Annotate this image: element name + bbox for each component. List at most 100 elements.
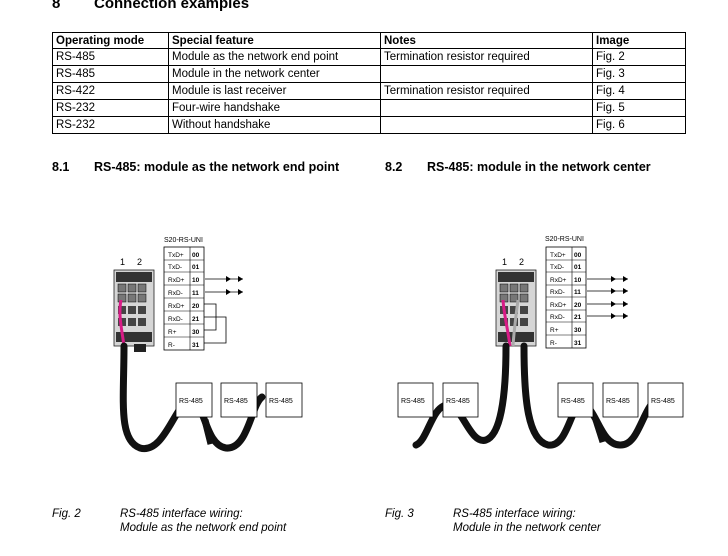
pin-label: 31 [574, 340, 582, 347]
terminal-rows [546, 247, 586, 348]
pin-label: 11 [192, 290, 199, 297]
section-number: 8.2 [385, 160, 403, 174]
bus-cable-branch [592, 418, 607, 444]
double-arrow-icon [587, 276, 628, 282]
slot-label-1: 1 [120, 257, 125, 267]
table-cell: Termination resistor required [380, 82, 593, 100]
svg-text:RS-485: RS-485 [269, 398, 293, 405]
pin-label: 20 [192, 303, 200, 310]
section-title: RS-485: module as the network end point [94, 160, 340, 174]
figure-number: Fig. 2 [52, 508, 81, 520]
terminal-block [163, 246, 205, 351]
signal-label: RxD- [550, 314, 565, 321]
module-name: S20-RS-UNI [545, 236, 584, 243]
pin-label: 01 [192, 264, 200, 271]
signal-label: R- [550, 340, 557, 347]
table-cell: Without handshake [168, 116, 381, 134]
terminal-block [545, 246, 587, 349]
rs485-device: RS-485 [602, 382, 639, 418]
pin-label: 30 [574, 327, 582, 334]
chapter-title: Connection examples [94, 0, 250, 12]
double-arrow-icon [587, 288, 628, 294]
module-hardware-icon [495, 269, 537, 347]
header-operating-mode: Operating mode [52, 32, 169, 49]
signal-label: R+ [550, 327, 559, 334]
svg-text:RS-485: RS-485 [561, 398, 585, 405]
signal-label: RxD+ [168, 303, 185, 310]
table-row: RS-232 Without handshake Fig. 6 [52, 116, 686, 134]
pin-label: 21 [192, 316, 200, 323]
table-cell: Fig. 2 [592, 48, 686, 66]
caption-line: RS-485 interface wiring: [453, 508, 576, 520]
signal-label: RxD+ [550, 277, 567, 284]
header-image: Image [592, 32, 686, 49]
table-cell: Four-wire handshake [168, 99, 381, 117]
rs485-device: RS-485 [220, 382, 258, 418]
caption-line: Module in the network center [453, 522, 601, 534]
table-cell: RS-422 [52, 82, 169, 100]
figure-number: Fig. 3 [385, 508, 414, 520]
signal-label: TxD- [550, 264, 564, 271]
table-row: RS-232 Four-wire handshake Fig. 5 [52, 99, 686, 117]
chapter-number: 8 [52, 0, 61, 12]
pin-label: 20 [574, 302, 582, 309]
signal-label: RxD+ [550, 302, 567, 309]
svg-text:RS-485: RS-485 [401, 398, 425, 405]
module-name: S20-RS-UNI [164, 237, 203, 244]
signal-label: TxD+ [550, 252, 566, 259]
pin-label: 01 [574, 264, 582, 271]
signal-label: R- [168, 342, 175, 349]
svg-text:RS-485: RS-485 [224, 398, 248, 405]
module-hardware-icon [113, 269, 155, 352]
table-cell: RS-232 [52, 116, 169, 134]
rs485-device: RS-485 [557, 382, 594, 418]
pin-label: 10 [192, 277, 200, 284]
section-number: 8.1 [52, 160, 70, 174]
table-cell: Fig. 6 [592, 116, 686, 134]
table-header-row: Operating mode Special feature Notes Ima… [52, 32, 686, 49]
terminal-rows [164, 247, 204, 350]
table-cell: RS-232 [52, 99, 169, 117]
svg-text:RS-485: RS-485 [651, 398, 675, 405]
pin-label: 00 [574, 252, 582, 259]
caption-line: RS-485 interface wiring: [120, 508, 243, 520]
rs485-device: RS-485 [647, 382, 684, 418]
svg-text:RS-485: RS-485 [606, 398, 630, 405]
table-row: RS-422 Module is last receiver Terminati… [52, 82, 686, 100]
pin-label: 30 [192, 329, 200, 336]
double-arrow-icon [205, 276, 243, 282]
signal-label: RxD- [168, 290, 183, 297]
signal-label: RxD+ [168, 277, 185, 284]
terminal-labels: TxD+ 00 TxD- 01 RxD+ 10 RxD- 11 RxD+ 20 … [168, 252, 200, 349]
pin-label: 00 [192, 252, 200, 259]
pin-label: 31 [192, 342, 200, 349]
caption-line: Module as the network end point [120, 522, 287, 534]
rs485-device: RS-485 [442, 382, 479, 418]
rs485-device: RS-485 [265, 382, 303, 418]
bus-cable [412, 342, 510, 449]
pin-label: 11 [574, 289, 581, 296]
diagram-network-center: S20-RS-UNI 1 2 TxD+ 00 TxD- 01 RxD+ 10 R… [397, 236, 684, 449]
bus-cable-branch [201, 419, 215, 445]
slot-label-2: 2 [137, 257, 142, 267]
connection-examples-table: Operating mode Special feature Notes Ima… [52, 32, 686, 134]
double-arrow-icon [205, 289, 243, 295]
rs485-device: RS-485 [175, 382, 213, 418]
svg-text:RS-485: RS-485 [446, 398, 470, 405]
header-special-feature: Special feature [168, 32, 381, 49]
signal-label: TxD- [168, 264, 182, 271]
signal-label: RxD- [550, 289, 565, 296]
terminal-labels: TxD+ 00 TxD- 01 RxD+ 10 RxD- 11 RxD+ 20 … [550, 252, 582, 347]
pin-label: 10 [574, 277, 582, 284]
double-arrow-icon [587, 301, 628, 307]
signal-label: R+ [168, 329, 177, 336]
diagram-end-point: S20-RS-UNI 1 2 TxD+ 00 TxD- 01 RxD+ 10 R… [113, 237, 303, 452]
pin-label: 21 [574, 314, 582, 321]
rs485-device: RS-485 [397, 382, 434, 418]
signal-label: TxD+ [168, 252, 184, 259]
slot-label-1: 1 [502, 257, 507, 267]
termination-jumpers [204, 303, 227, 344]
double-arrow-icon [587, 313, 628, 319]
slot-label-2: 2 [519, 257, 524, 267]
